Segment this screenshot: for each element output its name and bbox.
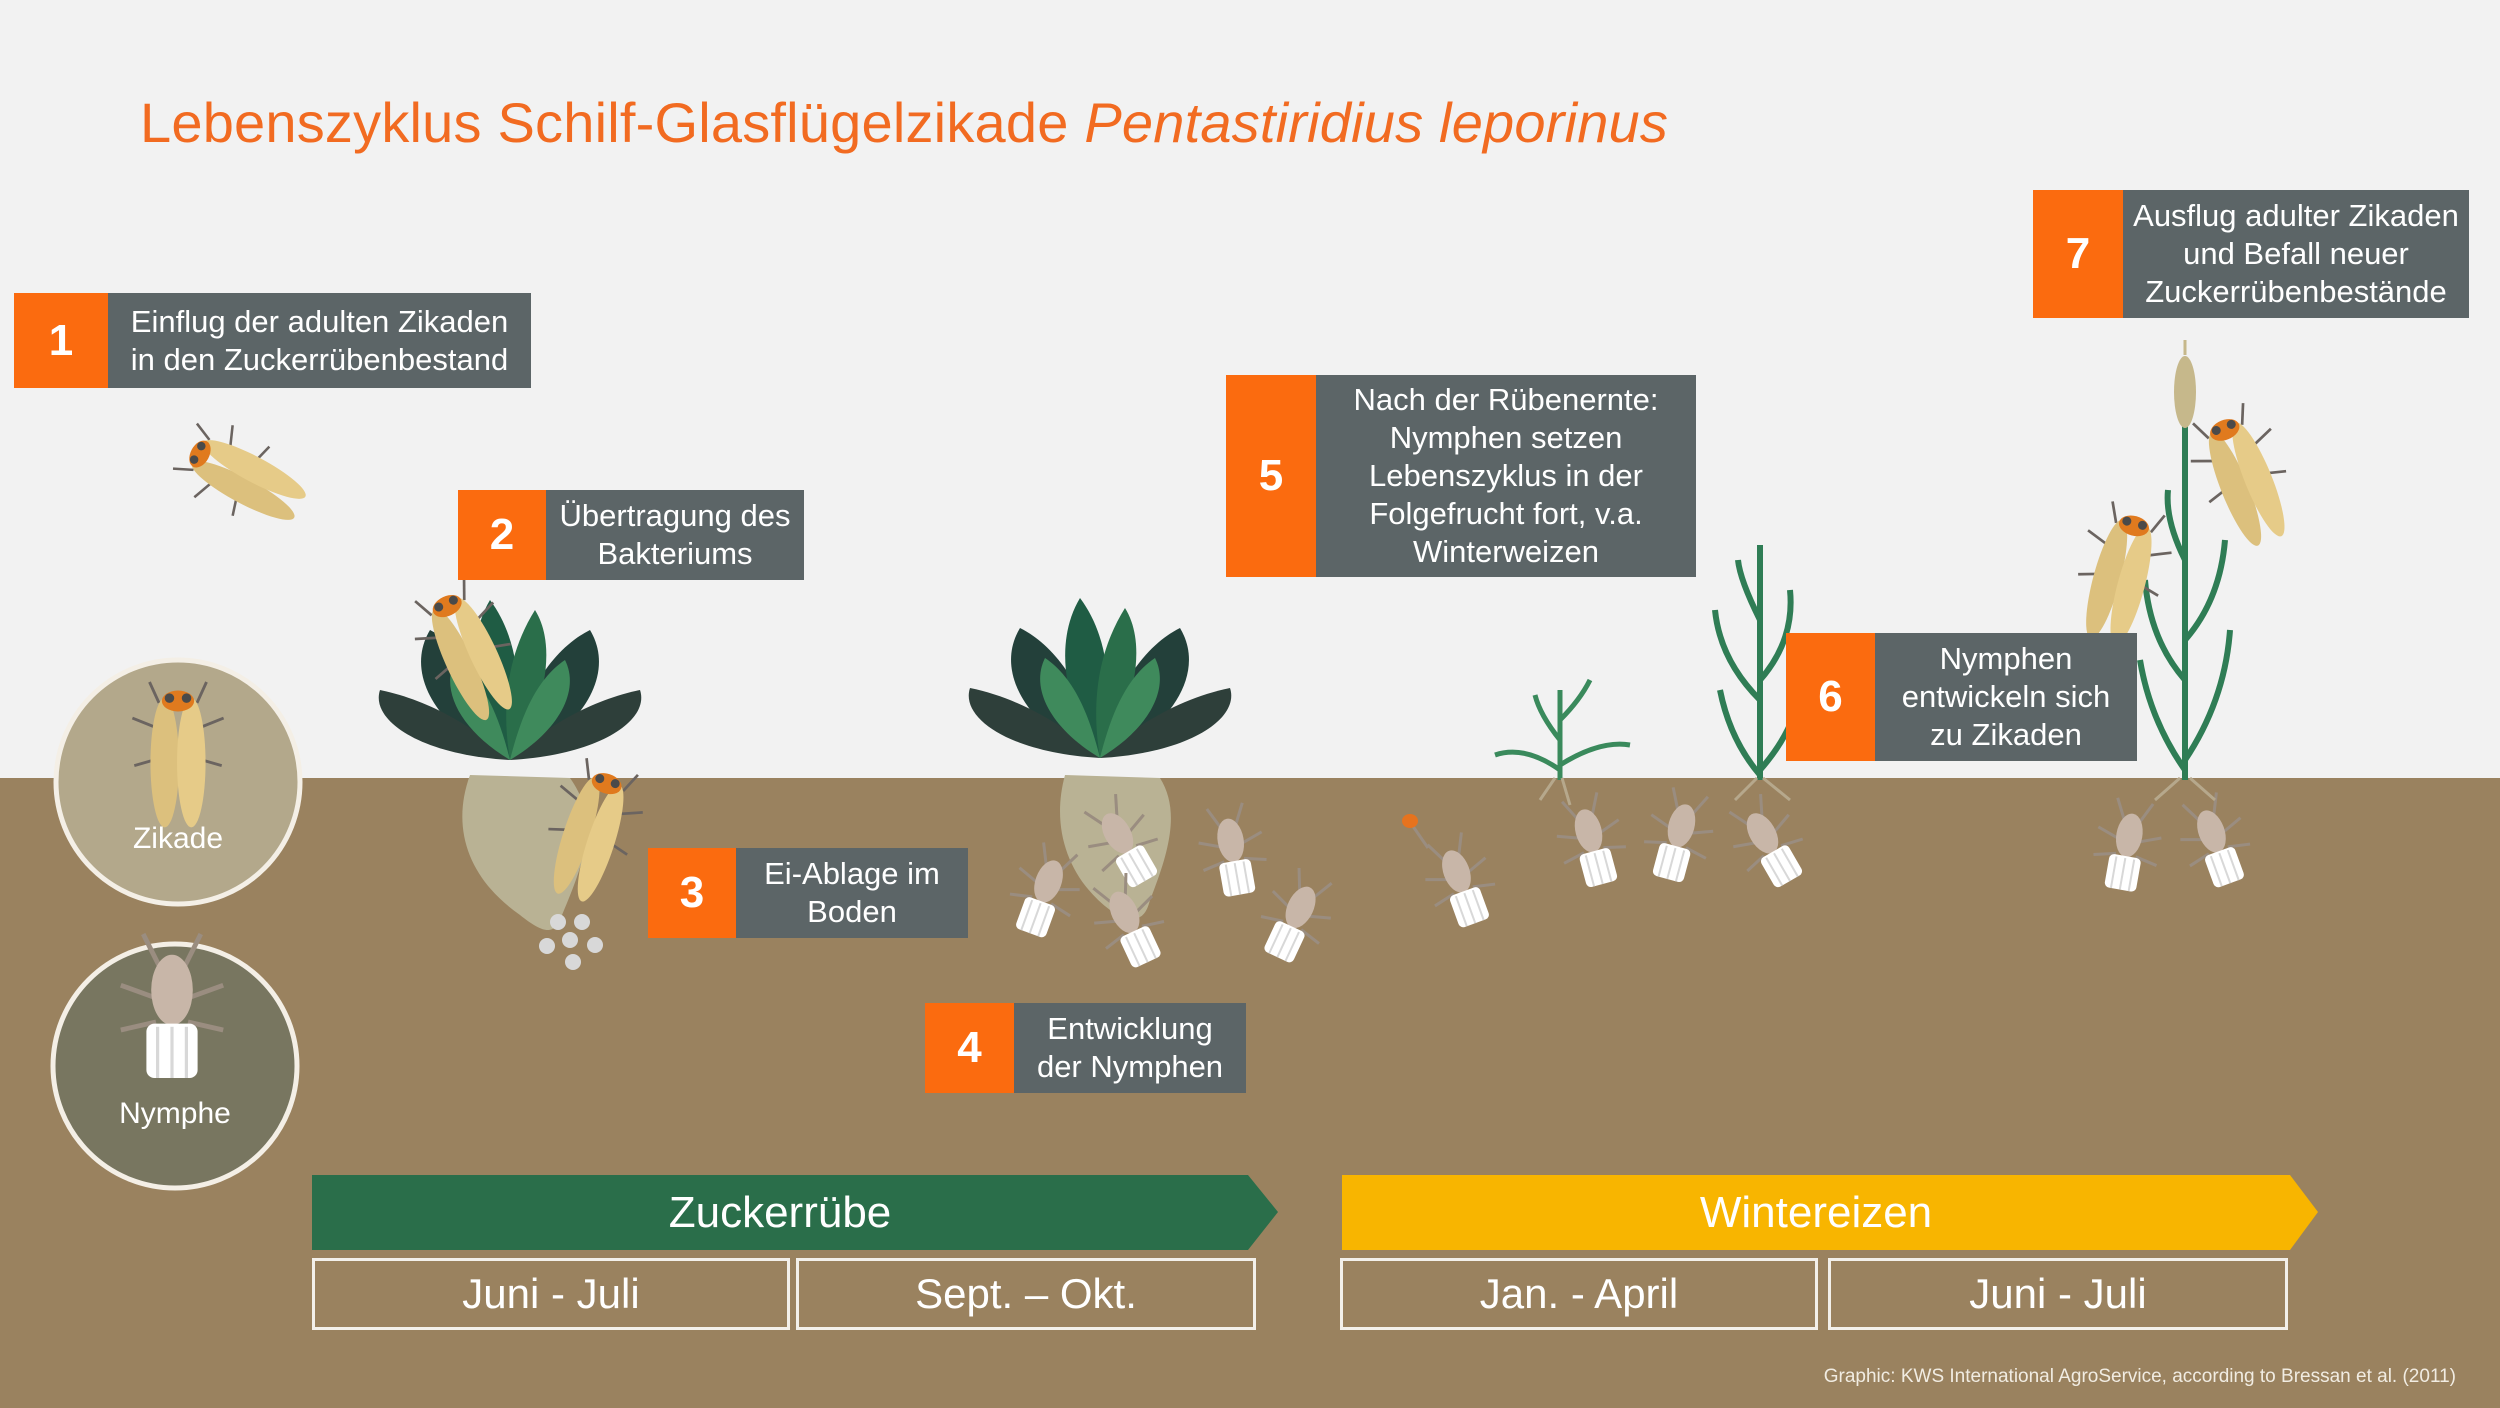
period-3: Jan. - April	[1340, 1258, 1818, 1330]
step-text: Ausflug adulter Zikaden und Befall neuer…	[2123, 190, 2469, 318]
wheat-label: Wintereizen	[1699, 1187, 1933, 1237]
step-number: 2	[458, 490, 546, 580]
step-3: 3 Ei-Ablage im Boden	[648, 848, 968, 938]
step-2: 2 Übertragung des Bakteriums	[458, 490, 804, 580]
wheat-plant-tall	[2137, 420, 2233, 802]
period-4: Juni - Juli	[1828, 1258, 2288, 1330]
step-number: 1	[14, 293, 108, 388]
step-text: Übertragung des Bakteriums	[546, 490, 804, 580]
step-number: 4	[925, 1003, 1014, 1093]
step-4: 4 Entwicklung der Nymphen	[925, 1003, 1246, 1093]
step-text: Nymphen entwickeln sich zu Zikaden	[1875, 633, 2137, 761]
credit-text: Graphic: KWS International AgroService, …	[1823, 1366, 2456, 1387]
step-number: 6	[1786, 633, 1875, 761]
legend-nymph-label: Nymphe	[119, 1097, 231, 1130]
step-6: 6 Nymphen entwickeln sich zu Zikaden	[1786, 633, 2137, 761]
legend-adult-label: Zikade	[132, 822, 224, 855]
eggs	[539, 914, 603, 970]
wheat-ear	[2174, 356, 2196, 428]
page-title: Lebenszyklus Schilf-Glasflügelzikade Pen…	[140, 90, 1668, 155]
step-1: 1 Einflug der adulten Zikaden in den Zuc…	[14, 293, 531, 388]
period-2: Sept. – Okt.	[796, 1258, 1256, 1330]
step-text: Entwicklung der Nymphen	[1014, 1003, 1246, 1093]
small-orange-nymph	[1402, 814, 1430, 849]
wheat-seedling	[1494, 678, 1631, 806]
period-1: Juni - Juli	[312, 1258, 790, 1330]
step-5: 5 Nach der Rübenernte: Nymphen setzen Le…	[1226, 375, 1696, 577]
step-text: Ei-Ablage im Boden	[736, 848, 968, 938]
title-species: Pentastiridius leporinus	[1084, 91, 1669, 154]
wheat-arrow	[1342, 1175, 2318, 1250]
step-number: 3	[648, 848, 736, 938]
sugarbeet-label: Zuckerrübe	[668, 1187, 892, 1237]
step-number: 5	[1226, 375, 1316, 577]
step-number: 7	[2033, 190, 2123, 318]
title-main: Lebenszyklus Schilf-Glasflügelzikade	[140, 91, 1069, 154]
step-7: 7 Ausflug adulter Zikaden und Befall neu…	[2033, 190, 2469, 318]
step-text: Einflug der adulten Zikaden in den Zucke…	[108, 293, 531, 388]
step-text: Nach der Rübenernte: Nymphen setzen Lebe…	[1316, 375, 1696, 577]
sugarbeet-arrow	[312, 1175, 1278, 1250]
